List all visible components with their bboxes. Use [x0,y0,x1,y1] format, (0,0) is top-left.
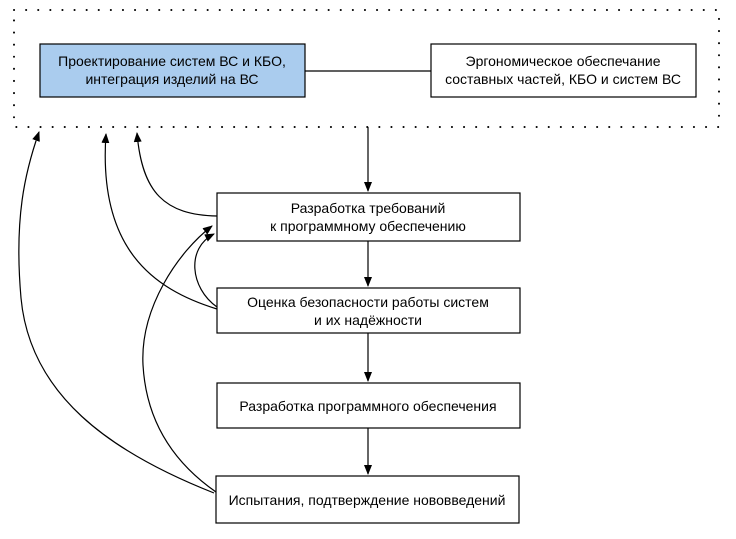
node-ergonomics-label-line2: составных частей, КБО и систем ВС [445,71,681,87]
node-safety: Оценка безопасности работы систем и их н… [216,287,521,334]
design-phase-dotted-border [13,9,720,128]
node-safety-box [216,287,521,334]
node-safety-label-line1: Оценка безопасности работы систем [247,294,489,310]
node-safety-label-line2: и их надёжности [314,312,422,328]
feedback-testing-to-requirements [142,225,217,493]
feedback-safety-to-requirements [194,233,218,308]
feedback-requirements-to-designblock [133,132,218,217]
node-requirements: Разработка требований к программному обе… [216,192,521,242]
feedback-testing-to-designblock [18,131,215,494]
node-ergonomics-label-line1: Эргономическое обеспечание [466,53,661,69]
node-testing: Испытания, подтверждение нововведений [215,475,520,524]
node-design: Проектирование систем ВС и КБО, интеграц… [39,43,306,98]
node-design-box [39,43,306,98]
node-design-label-line2: интеграция изделий на ВС [85,71,258,87]
node-development: Разработка программного обеспечения [216,382,521,429]
node-requirements-label-line1: Разработка требований [291,200,446,216]
node-testing-label-line1: Испытания, подтверждение нововведений [229,492,506,508]
node-development-box [216,382,521,429]
node-ergonomics-box [430,43,697,98]
node-design-label-line1: Проектирование систем ВС и КБО, [58,53,286,69]
node-ergonomics: Эргономическое обеспечание составных час… [430,43,697,98]
feedback-safety-to-designblock [101,133,218,310]
node-development-label-line1: Разработка программного обеспечения [239,398,496,414]
node-requirements-label-line2: к программному обеспечению [270,218,466,234]
node-testing-box [215,475,520,524]
